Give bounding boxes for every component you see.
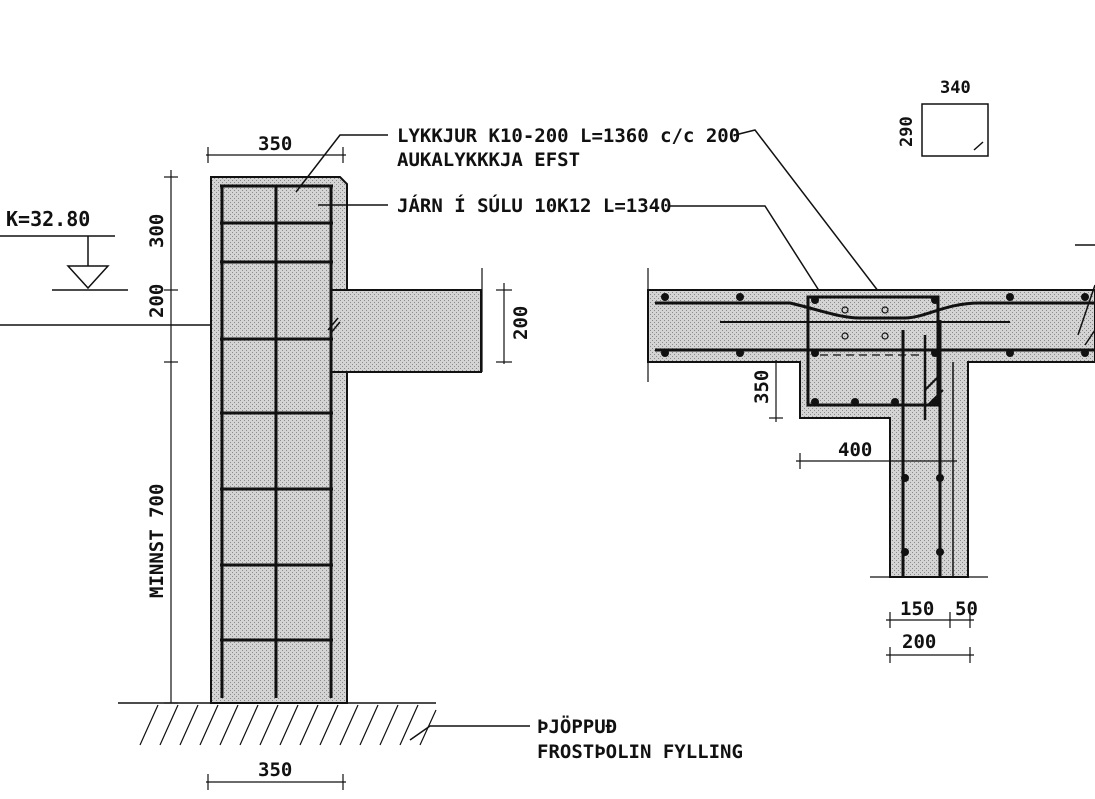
label-stirrups: LYKKJUR K10-200 L=1360 c/c 200 <box>397 125 740 147</box>
slab-wall-detail: 350 400 150 50 200 340 290 <box>647 78 1095 663</box>
elevation-marker-icon <box>66 265 110 290</box>
dim-height-top: 300 <box>146 214 168 248</box>
label-extra-stirrup: AUKALYKKKJA EFST <box>397 149 580 171</box>
section-box <box>921 103 989 157</box>
slab-outline <box>647 289 1095 578</box>
dim-slab-thickness: 200 <box>510 306 532 340</box>
label-ground-2: FROSTÞOLIN FYLLING <box>537 741 743 763</box>
dim-section-width: 340 <box>940 78 971 98</box>
dim-beam-depth: 350 <box>751 370 773 404</box>
dim-height-mid: 200 <box>146 284 168 318</box>
dim-section-height: 290 <box>897 116 917 147</box>
leader-stirrups <box>295 134 388 193</box>
stirrups <box>220 184 333 642</box>
column-section: K=32.80 350 350 300 200 MINNST 700 200 L… <box>0 125 886 790</box>
leader-stirrups-right <box>734 129 886 301</box>
label-ground-1: ÞJÖPPUÐ <box>537 714 617 738</box>
dim-height-min: MINNST 700 <box>146 484 168 598</box>
dim-col-width-bottom: 350 <box>258 759 292 781</box>
column-outline <box>210 176 348 704</box>
dim-col-width-top: 350 <box>258 133 292 155</box>
dim-wall-50: 50 <box>955 598 978 620</box>
leader-ground <box>409 725 530 741</box>
elevation-label: K=32.80 <box>6 207 90 231</box>
leader-rebar-right <box>668 205 826 301</box>
label-column-rebar: JÁRN Í SÚLU 10K12 L=1340 <box>397 193 672 217</box>
dim-beam-width: 400 <box>838 439 872 461</box>
dim-wall-200: 200 <box>902 631 936 653</box>
slab-stub <box>330 289 482 373</box>
rebar-dots <box>661 293 1089 556</box>
dim-wall-150: 150 <box>900 598 934 620</box>
ground-hatch <box>139 704 437 746</box>
